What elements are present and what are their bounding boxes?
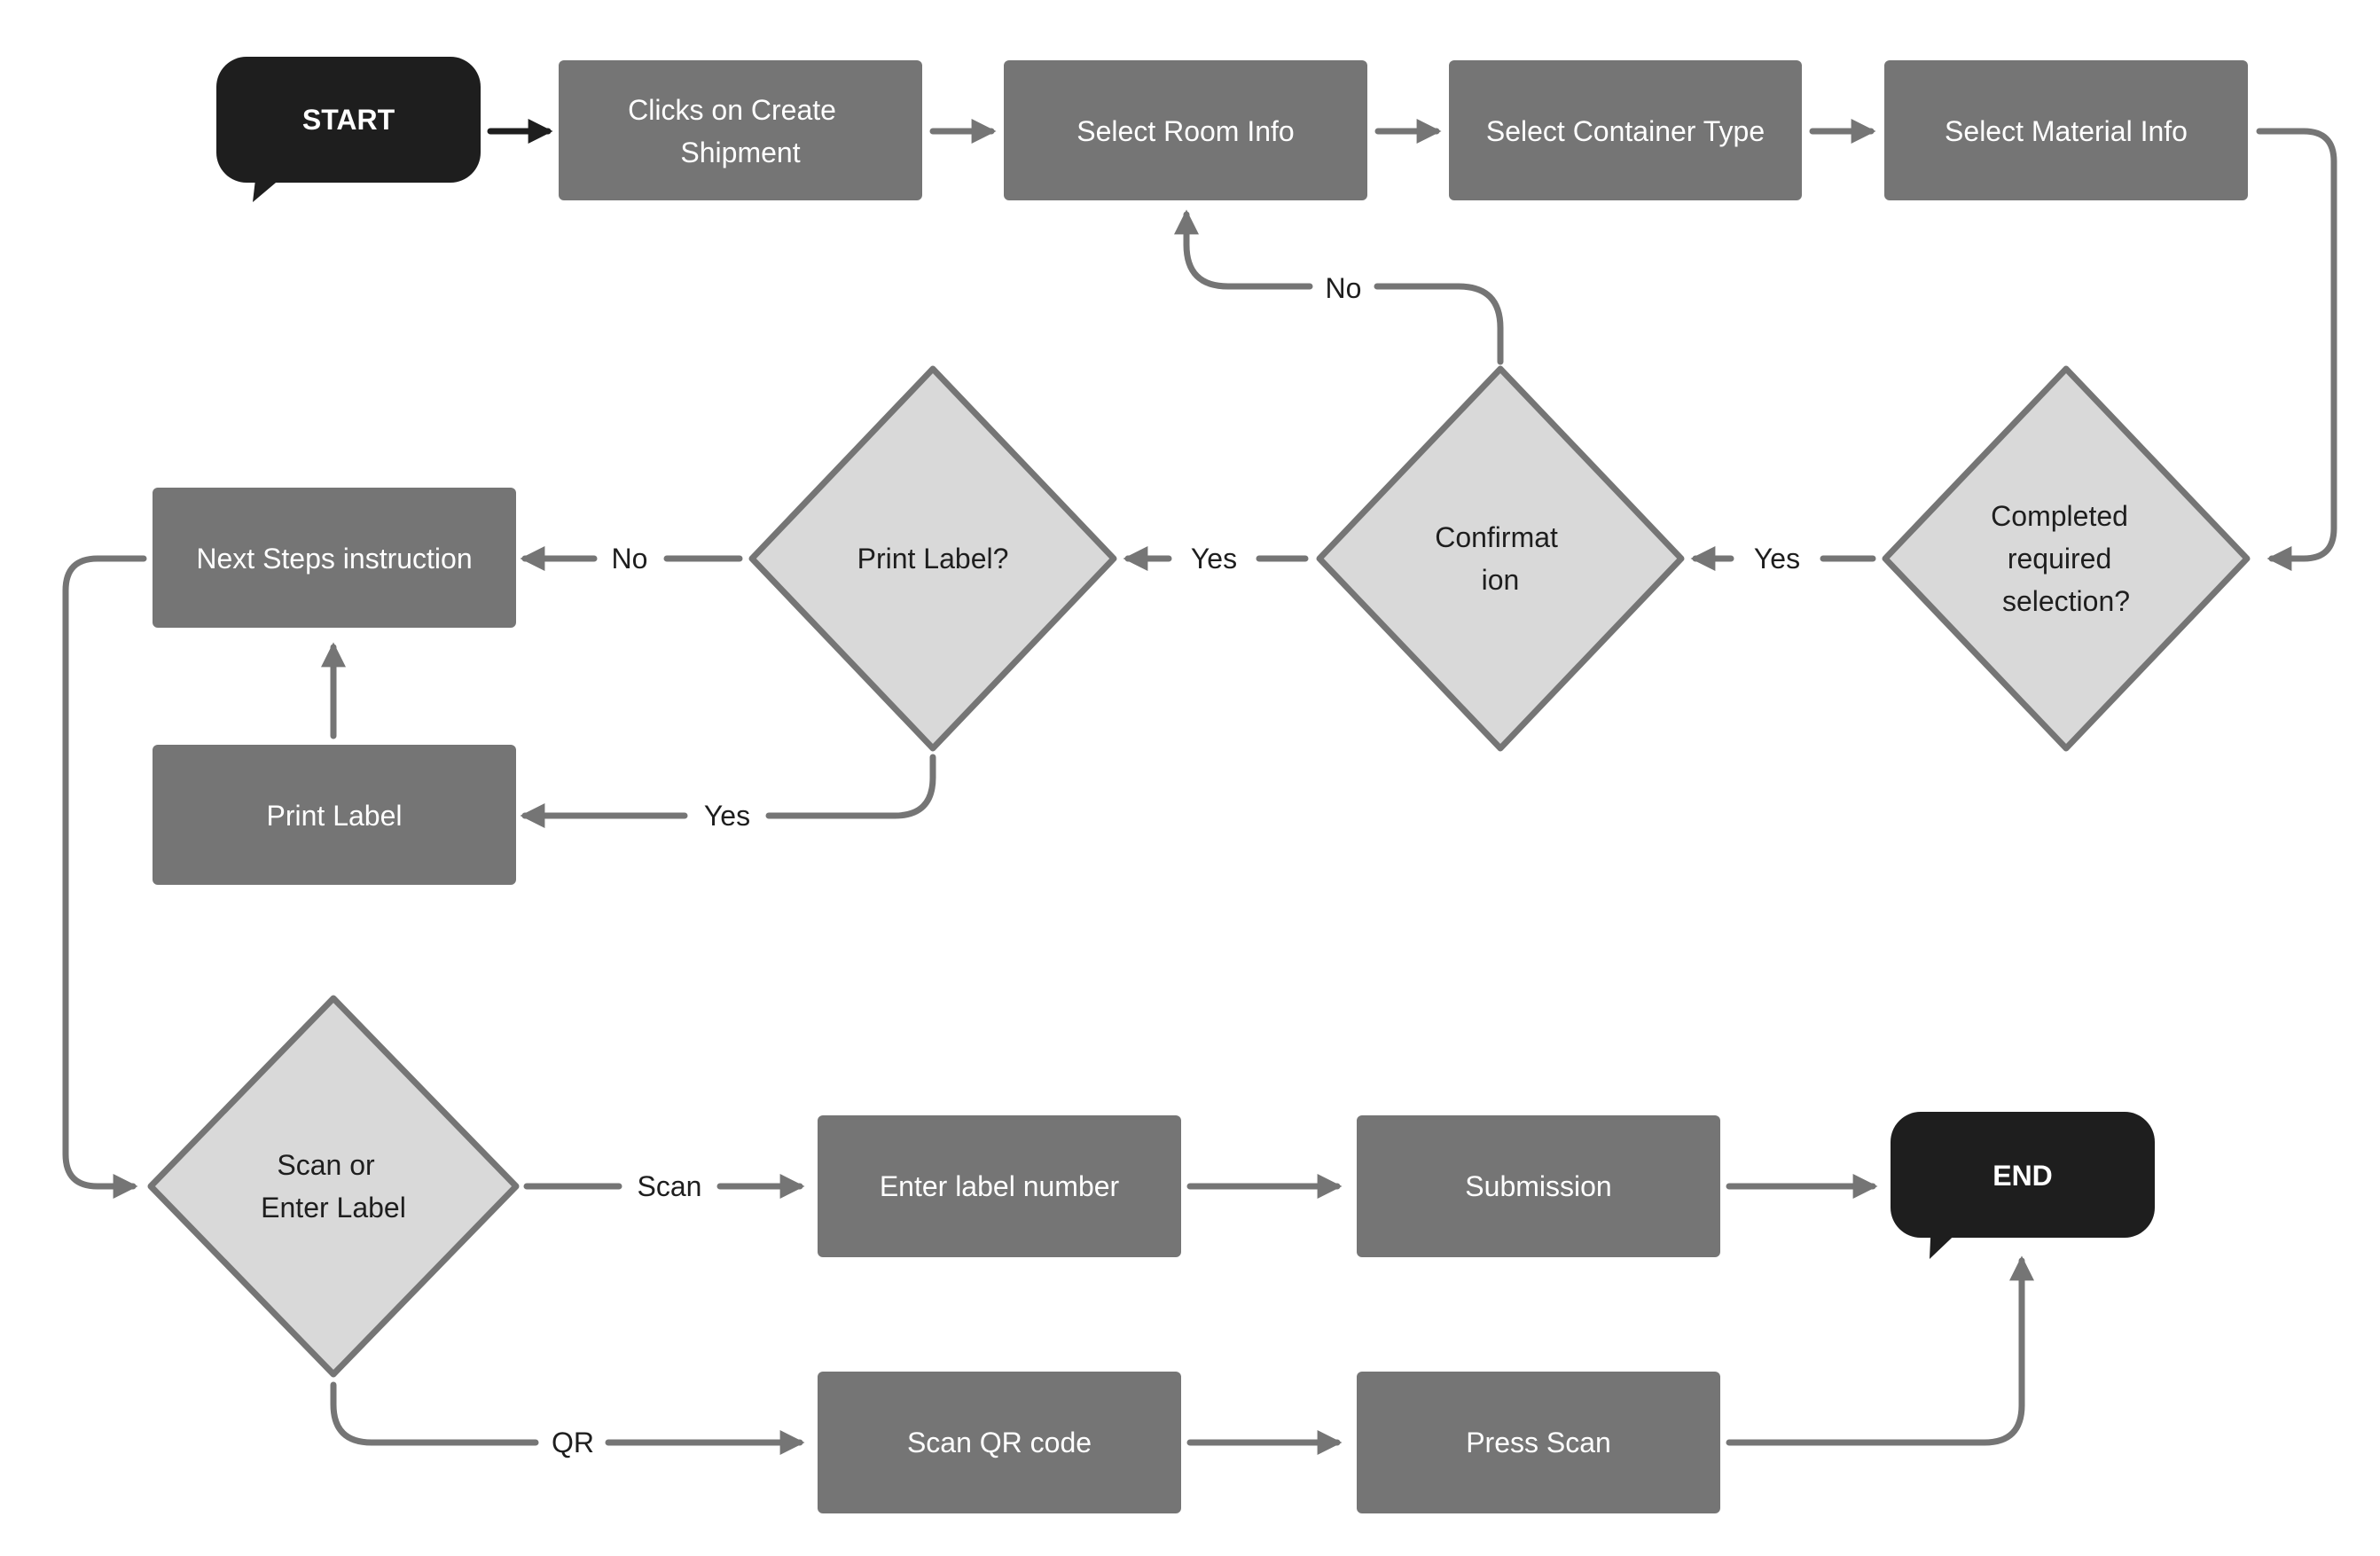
next-steps-label: Next Steps instruction xyxy=(196,543,472,575)
container-type-label: Select Container Type xyxy=(1486,115,1765,147)
create-shipment-label: Clicks on Create Shipment xyxy=(628,94,844,168)
end-bubble xyxy=(1891,1112,2155,1238)
create-shipment-line-1: Clicks on Create xyxy=(628,94,836,126)
confirmation-line-1: Confirmat xyxy=(1435,521,1558,553)
completed-line-2: required xyxy=(2008,543,2111,575)
edge-material-info-to-completed xyxy=(2256,128,2337,571)
process-enter-label-number: Enter label number xyxy=(818,1115,1181,1257)
nodes: START Clicks on Create Shipment Select R… xyxy=(147,57,2251,1513)
decision-scan-or-enter-label: Scan or Enter Label xyxy=(147,995,520,1378)
edge-next-steps-to-scan-or-enter xyxy=(62,555,147,1199)
edge-label-confirmation-yes: Yes xyxy=(1191,543,1237,575)
process-print-label: Print Label xyxy=(153,745,516,885)
completed-line-1: Completed xyxy=(1991,500,2128,532)
start-bubble xyxy=(216,57,481,183)
create-shipment-line-2: Shipment xyxy=(680,137,800,168)
edge-label-print-yes: Yes xyxy=(704,800,750,832)
scan-or-enter-line-2: Enter Label xyxy=(261,1192,406,1224)
print-label-label: Print Label xyxy=(267,800,403,832)
print-label-q-label: Print Label? xyxy=(857,543,1009,575)
process-select-room-info: Select Room Info xyxy=(1004,60,1367,200)
scan-or-enter-line-1: Scan or xyxy=(277,1149,375,1181)
process-scan-qr-code: Scan QR code xyxy=(818,1372,1181,1513)
confirmation-line-2: ion xyxy=(1482,564,1520,596)
completed-line-3: selection? xyxy=(2002,585,2130,617)
edge-confirmation-to-room-info-arrow xyxy=(1174,209,1313,290)
submission-label: Submission xyxy=(1465,1170,1611,1202)
process-select-container-type: Select Container Type xyxy=(1449,60,1802,200)
confirmation-label: Confirmat ion xyxy=(1435,521,1566,596)
decision-completed-required-selection: Completed required selection? xyxy=(1882,365,2251,752)
edge-press-scan-to-end xyxy=(1726,1255,2034,1446)
start-terminal: START xyxy=(216,57,481,202)
press-scan-label: Press Scan xyxy=(1466,1427,1611,1458)
completed-label: Completed required selection? xyxy=(1991,500,2136,617)
end-label: END xyxy=(1992,1160,2053,1192)
edge-label-scan: Scan xyxy=(638,1170,702,1202)
decision-confirmation: Confirmat ion xyxy=(1316,365,1685,752)
edge-label-qr: QR xyxy=(552,1427,594,1458)
enter-label-label: Enter label number xyxy=(880,1170,1120,1202)
material-info-label: Select Material Info xyxy=(1945,115,2188,147)
start-label: START xyxy=(302,104,395,136)
end-terminal: END xyxy=(1891,1112,2155,1259)
room-info-label: Select Room Info xyxy=(1076,115,1294,147)
process-create-shipment: Clicks on Create Shipment xyxy=(559,60,922,200)
edge-print-label-q-to-print-label xyxy=(765,754,936,819)
scan-or-enter-label: Scan or Enter Label xyxy=(261,1149,406,1224)
process-next-steps-instruction: Next Steps instruction xyxy=(153,488,516,628)
edge-label-completed-yes: Yes xyxy=(1754,543,1800,575)
edge-confirmation-to-room-info xyxy=(1374,283,1504,365)
process-select-material-info: Select Material Info xyxy=(1884,60,2248,200)
process-submission: Submission xyxy=(1357,1115,1720,1257)
process-press-scan: Press Scan xyxy=(1357,1372,1720,1513)
edge-label-print-no: No xyxy=(612,543,648,575)
scan-qr-label: Scan QR code xyxy=(907,1427,1092,1458)
edge-labels: No Yes Yes No Yes Scan QR xyxy=(552,272,1800,1458)
decision-print-label: Print Label? xyxy=(748,365,1117,752)
edge-scan-or-enter-to-scan-qr xyxy=(330,1381,539,1446)
edges xyxy=(62,119,2337,1455)
edge-label-confirmation-no: No xyxy=(1326,272,1362,304)
